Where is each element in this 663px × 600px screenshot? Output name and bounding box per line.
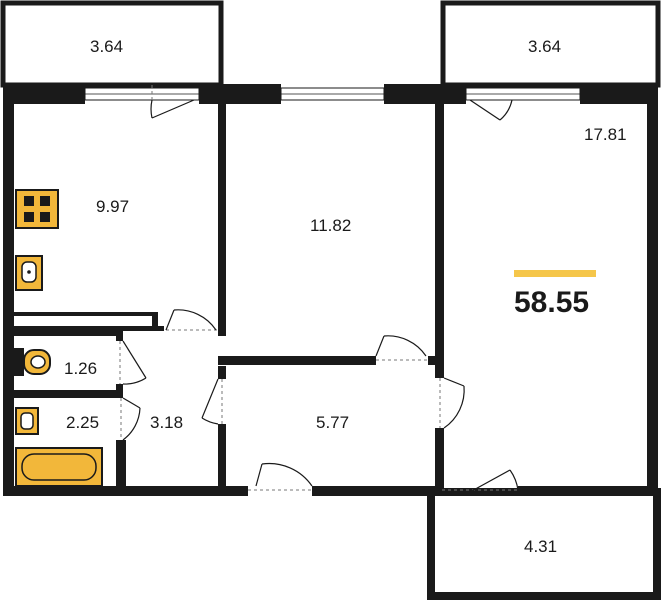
area-corridor: 3.18 [150,413,183,432]
area-balcony-right: 3.64 [528,37,561,56]
balcony-left-outline [0,0,224,88]
door-hall-left [201,378,223,425]
window-large-room [465,87,581,101]
area-room-large: 17.81 [584,125,627,144]
bathroom-sink-icon [15,407,39,435]
window-middle-room [280,87,385,101]
area-hall: 5.77 [316,413,349,432]
door-middle-room [375,335,428,361]
area-toilet: 1.26 [64,359,97,378]
window-kitchen [84,87,200,101]
balcony-door-left [150,84,195,119]
door-toilet [119,340,147,385]
door-entrance [248,462,313,491]
area-room-middle: 11.82 [310,216,351,235]
stove-icon [15,189,59,229]
total-area-accent-bar [514,270,596,277]
bathtub-icon [15,447,103,487]
door-large-room [439,377,465,429]
outer-walls [3,84,658,496]
balcony-door-right [469,99,513,121]
door-loggia [442,469,519,493]
area-balcony-left: 3.64 [90,37,123,56]
door-bathroom [120,397,141,441]
area-bathroom: 2.25 [66,413,99,432]
kitchen-sink-icon [15,255,43,291]
interior-walls [12,100,444,490]
area-kitchen: 9.97 [96,197,129,216]
balcony-right-outline [440,0,661,88]
toilet-icon [14,348,51,376]
area-loggia-bottom: 4.31 [524,537,557,556]
total-area-value: 58.55 [514,286,589,319]
door-kitchen [165,309,218,331]
